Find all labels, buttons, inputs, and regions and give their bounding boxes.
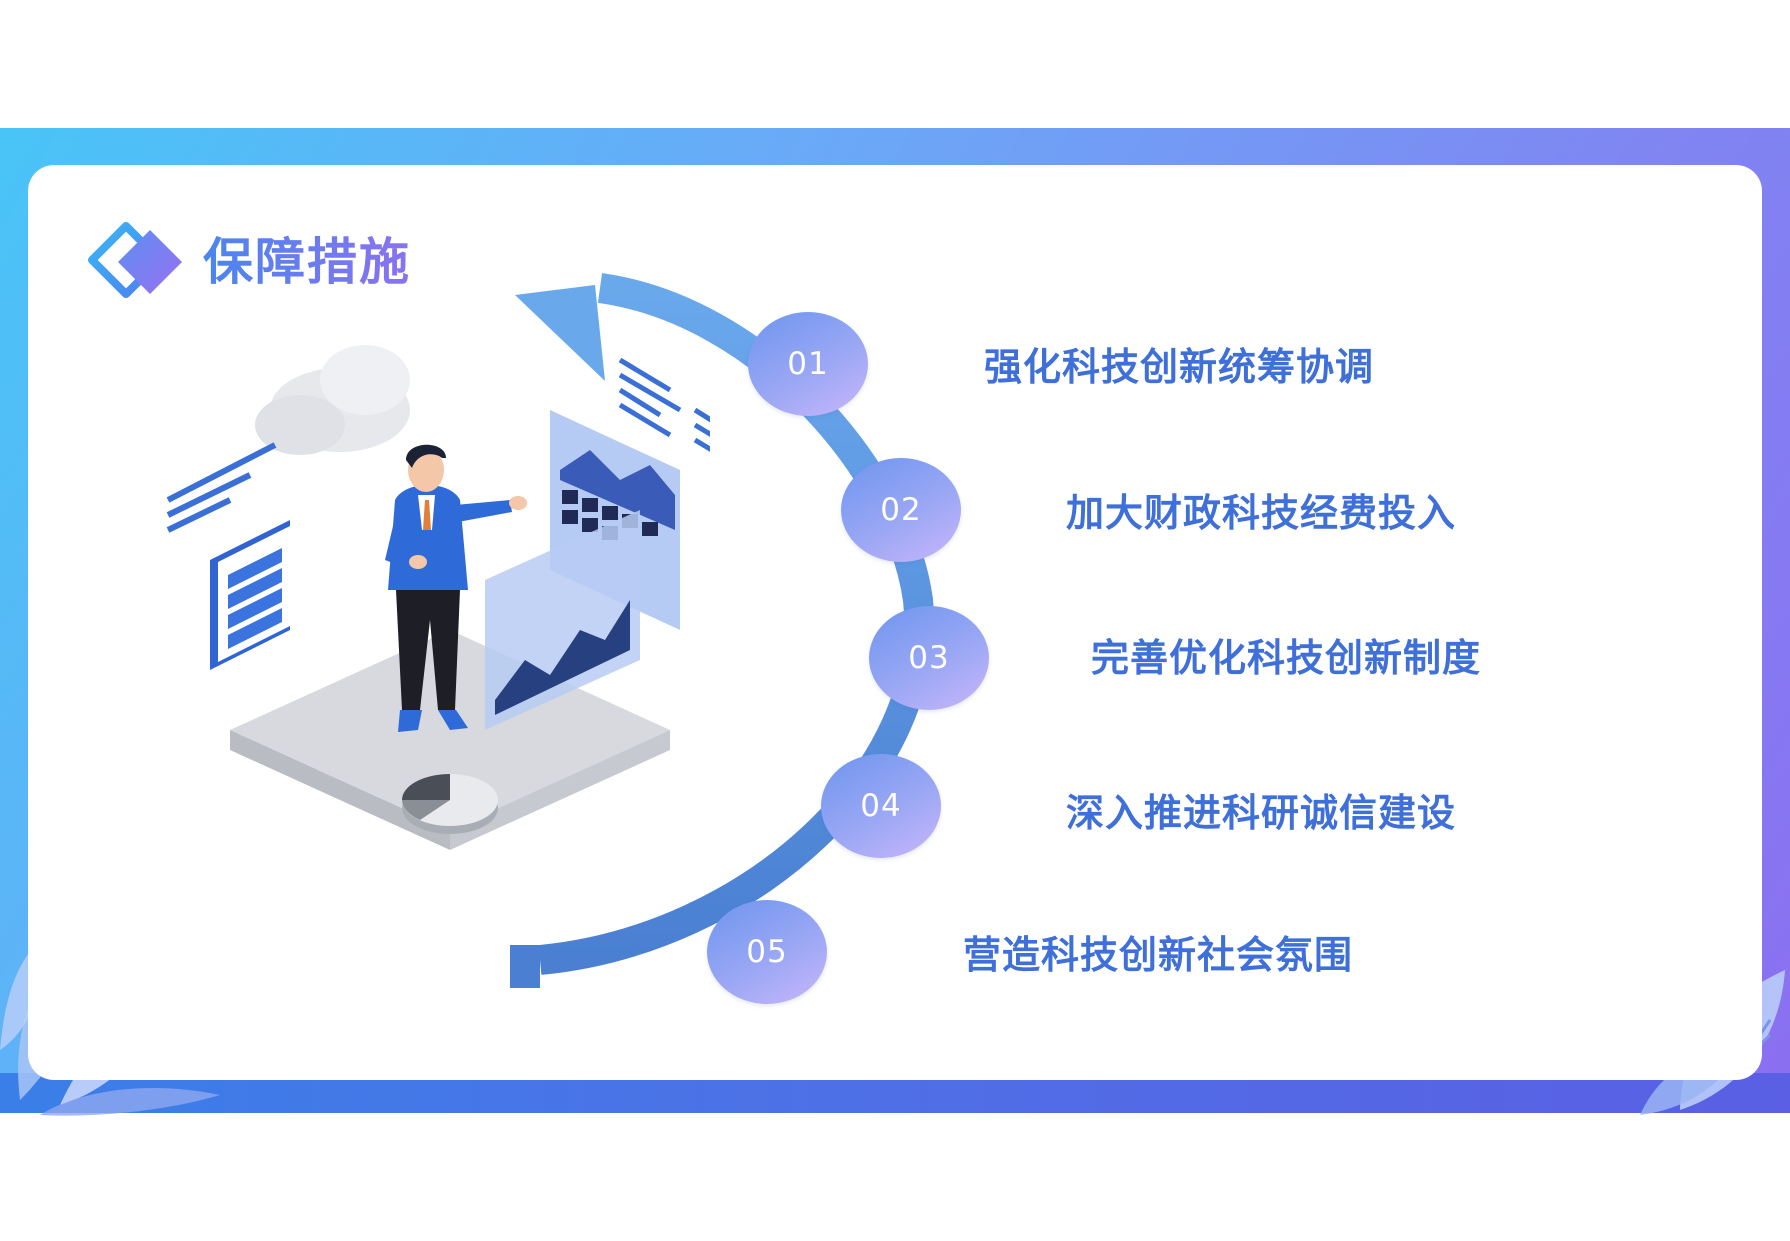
measure-label-03: 完善优化科技创新制度 — [1091, 636, 1482, 680]
diamond-logo-icon — [88, 222, 182, 298]
step-number-01: 01 — [748, 312, 868, 416]
measure-label-01: 强化科技创新统筹协调 — [984, 345, 1375, 389]
step-number-05: 05 — [707, 900, 827, 1004]
step-number-03: 03 — [869, 606, 989, 710]
measure-label-05: 营造科技创新社会氛围 — [963, 933, 1354, 977]
step-number-02: 02 — [841, 458, 961, 562]
measure-label-04: 深入推进科研诚信建设 — [1066, 791, 1457, 835]
measure-label-02: 加大财政科技经费投入 — [1066, 491, 1457, 535]
page-title: 保障措施 — [203, 222, 411, 294]
businessman-presenting-data-illustration — [166, 345, 710, 850]
step-number-04: 04 — [821, 754, 941, 858]
